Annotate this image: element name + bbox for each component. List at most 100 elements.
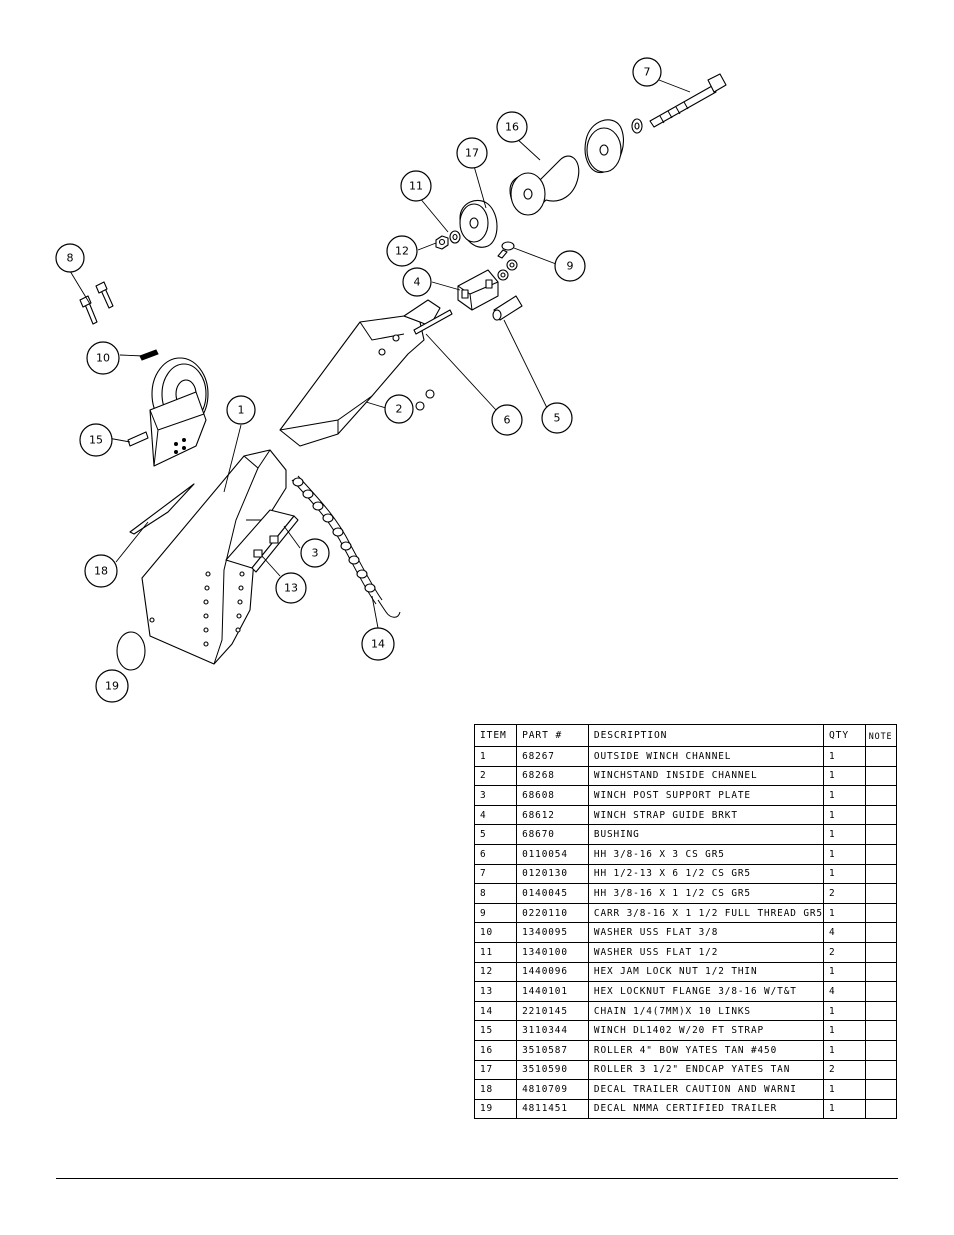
cell-qty: 1 (822, 863, 866, 885)
cell-qty: 1 (822, 1039, 866, 1061)
cell-item: 3 (473, 785, 518, 806)
callout-13: 13 (275, 572, 307, 604)
svg-text:4: 4 (414, 276, 421, 289)
svg-text:13: 13 (284, 582, 298, 595)
callout-11: 11 (400, 170, 432, 202)
callout-19: 19 (95, 669, 129, 703)
cell-note (864, 843, 898, 865)
footer-rule (56, 1178, 898, 1179)
header-note: NOTE (864, 724, 898, 747)
cell-note (864, 1059, 898, 1081)
svg-text:2: 2 (396, 403, 403, 416)
cell-item: 6 (473, 843, 518, 865)
callout-16: 16 (496, 111, 528, 143)
cell-part-number: 3510587 (516, 1039, 589, 1061)
cell-description: BUSHING (587, 824, 824, 845)
cell-qty: 1 (822, 765, 866, 787)
cell-part-number: 0120130 (516, 863, 589, 885)
part-4-strap-guide-bracket (457, 269, 499, 311)
cell-description: WINCH POST SUPPORT PLATE (587, 785, 824, 806)
cell-part-number: 68608 (516, 785, 589, 806)
cell-note (864, 883, 898, 904)
header-description: DESCRIPTION (587, 724, 824, 747)
callout-5: 5 (541, 402, 573, 434)
cell-note (864, 1020, 898, 1041)
cell-qty: 2 (822, 941, 866, 963)
svg-text:6: 6 (504, 414, 511, 427)
cell-part-number: 4811451 (516, 1098, 589, 1120)
cell-note (864, 1098, 898, 1120)
part-5-bushing (492, 295, 523, 321)
cell-description: WINCH STRAP GUIDE BRKT (587, 804, 824, 826)
cell-description: ROLLER 4" BOW YATES TAN #450 (587, 1039, 824, 1061)
svg-text:9: 9 (567, 260, 574, 273)
svg-text:8: 8 (67, 252, 74, 265)
callout-4: 4 (402, 267, 432, 297)
cell-description: DECAL NMMA CERTIFIED TRAILER (587, 1098, 824, 1120)
svg-text:3: 3 (312, 547, 319, 560)
callout-3: 3 (300, 538, 330, 568)
part-14-chain (291, 475, 401, 618)
cell-description: WASHER USS FLAT 3/8 (587, 922, 824, 943)
svg-text:5: 5 (554, 412, 561, 425)
cell-part-number: 68268 (516, 765, 589, 787)
svg-text:11: 11 (409, 180, 423, 193)
cell-note (864, 785, 898, 806)
cell-part-number: 2210145 (516, 1000, 589, 1022)
part-18-decal (129, 483, 195, 535)
cell-note (864, 804, 898, 826)
header-part-number: PART # (516, 724, 589, 747)
cell-qty: 1 (822, 746, 866, 767)
cell-note (864, 1000, 898, 1022)
cell-part-number: 1340095 (516, 922, 589, 943)
cell-item: 14 (473, 1000, 518, 1022)
cell-part-number: 3110344 (516, 1020, 589, 1041)
cell-item: 2 (473, 765, 518, 787)
cell-description: ROLLER 3 1/2" ENDCAP YATES TAN (587, 1059, 824, 1081)
cell-item: 4 (473, 804, 518, 826)
cell-qty: 1 (822, 1079, 866, 1100)
cell-item: 18 (473, 1079, 518, 1100)
cell-item: 5 (473, 824, 518, 845)
svg-text:16: 16 (505, 121, 519, 134)
callout-8: 8 (55, 243, 85, 273)
callout-14: 14 (361, 627, 395, 661)
cell-item: 16 (473, 1039, 518, 1061)
part-16-bow-roller (509, 119, 624, 216)
part-2-inside-channel (279, 299, 453, 447)
cell-part-number: 68612 (516, 804, 589, 826)
cell-part-number: 68267 (516, 746, 589, 767)
part-7-bolt (631, 73, 727, 134)
cell-qty: 1 (822, 961, 866, 983)
svg-text:17: 17 (465, 147, 479, 160)
header-item: ITEM (473, 724, 518, 747)
cell-note (864, 765, 898, 787)
cell-item: 9 (473, 902, 518, 924)
cell-description: HEX LOCKNUT FLANGE 3/8-16 W/T&T (587, 981, 824, 1002)
part-19-round-decal (116, 631, 146, 671)
cell-description: HEX JAM LOCK NUT 1/2 THIN (587, 961, 824, 983)
cell-qty: 2 (822, 1059, 866, 1081)
cell-note (864, 902, 898, 924)
cell-description: HH 1/2-13 X 6 1/2 CS GR5 (587, 863, 824, 885)
cell-description: WINCHSTAND INSIDE CHANNEL (587, 765, 824, 787)
cell-part-number: 1440101 (516, 981, 589, 1002)
callout-7: 7 (632, 57, 662, 87)
callout-6: 6 (491, 404, 523, 436)
cell-item: 15 (473, 1020, 518, 1041)
part-13-flange-nuts (253, 535, 279, 558)
svg-text:1: 1 (238, 404, 245, 417)
cell-part-number: 68670 (516, 824, 589, 845)
cell-qty: 4 (822, 981, 866, 1002)
callout-18: 18 (84, 554, 118, 588)
